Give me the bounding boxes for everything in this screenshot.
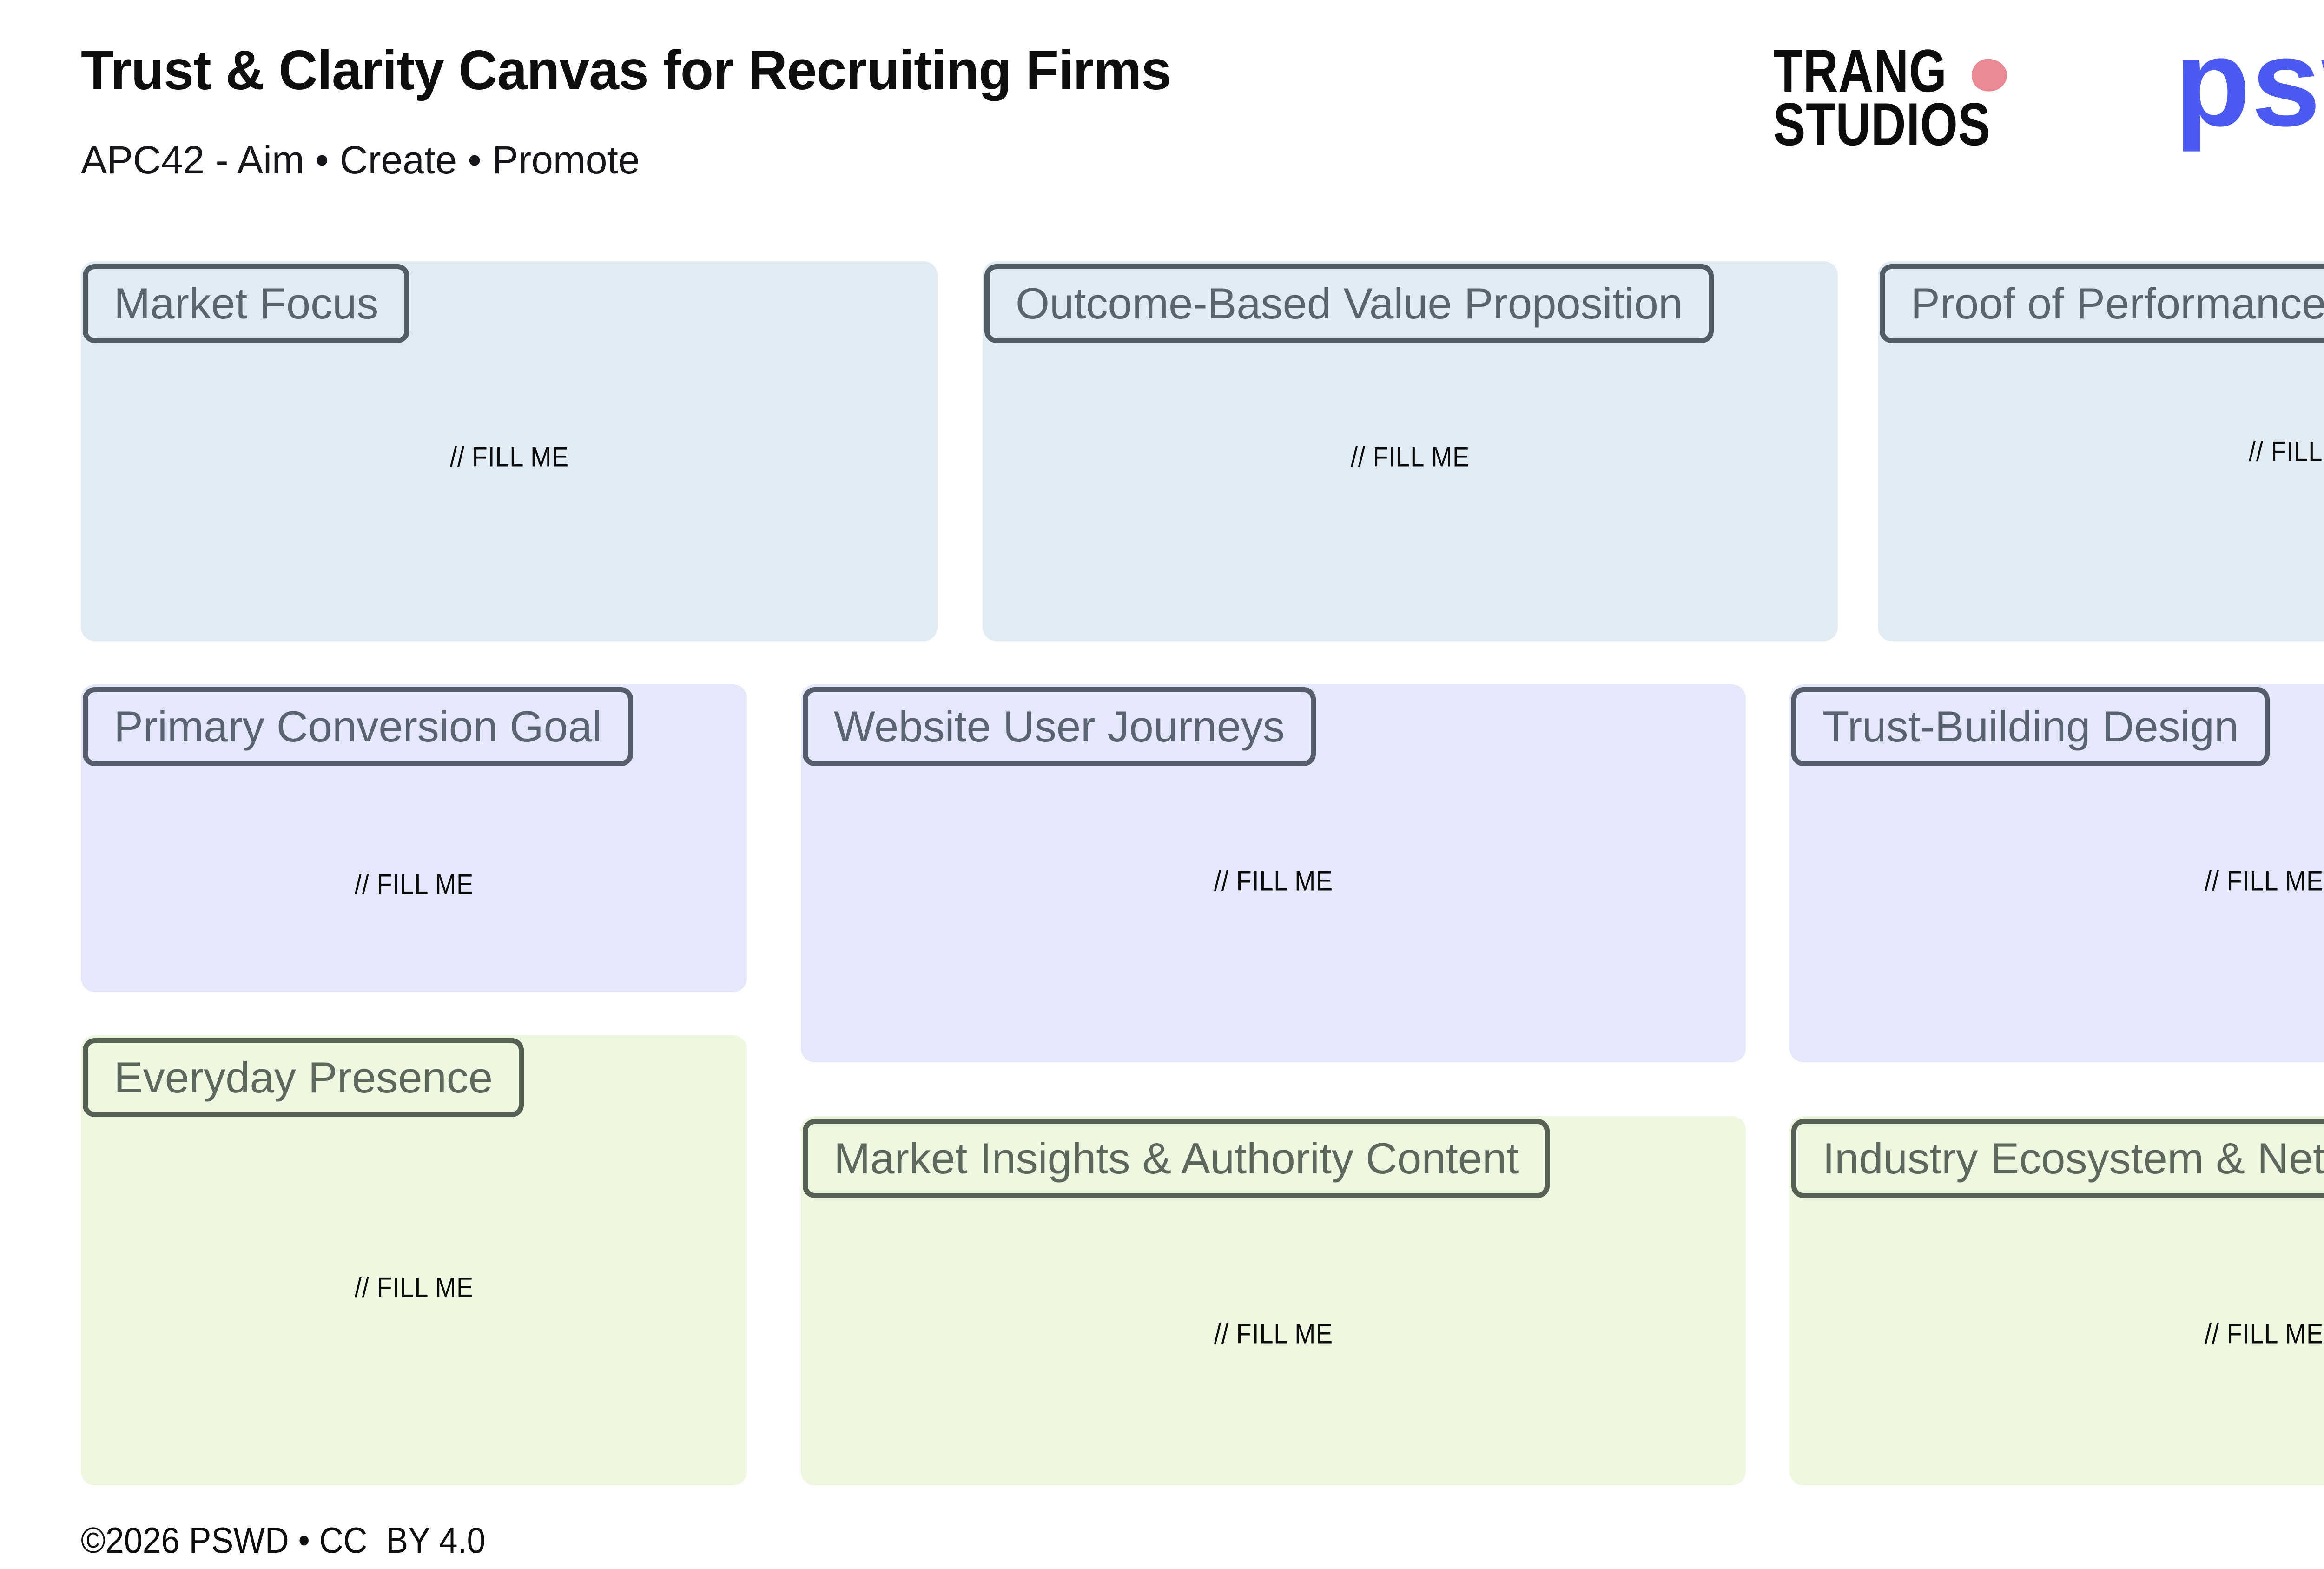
trang-logo-line2: STUDIOS xyxy=(1773,90,1991,158)
fill-placeholder: // FILL ME xyxy=(354,868,474,900)
box-label-trust-building-design: Trust-Building Design xyxy=(1791,687,2270,766)
canvas-box-proof-of-performance: Proof of Performance // FILL ME xyxy=(1878,261,2324,641)
fill-placeholder: // FILL ME xyxy=(1214,1318,1333,1350)
canvas-box-website-user-journeys: Website User Journeys // FILL ME xyxy=(801,684,1746,1062)
canvas-box-market-focus: Market Focus // FILL ME xyxy=(81,261,938,641)
canvas-box-market-insights-authority-content: Market Insights & Authority Content // F… xyxy=(801,1116,1746,1485)
fill-placeholder: // FILL ME xyxy=(2204,865,2324,897)
trang-logo-line1: TRANG xyxy=(1773,37,1947,105)
fill-placeholder: // FILL ME xyxy=(354,1271,474,1303)
page-subtitle: APC42 - Aim • Create • Promote xyxy=(81,138,640,182)
canvas-box-outcome-based-value-proposition: Outcome-Based Value Proposition // FILL … xyxy=(983,261,1838,641)
box-label-website-user-journeys: Website User Journeys xyxy=(803,687,1316,766)
fill-placeholder: // FILL ME xyxy=(2248,436,2324,467)
trang-studios-logo: TRANG STUDIOS xyxy=(1773,37,1991,158)
fill-placeholder: // FILL ME xyxy=(1214,865,1333,897)
copyright-license-text: ©2026 PSWD • CC BY 4.0 xyxy=(81,1520,486,1561)
canvas-box-trust-building-design: Trust-Building Design // FILL ME xyxy=(1789,684,2324,1062)
box-label-primary-conversion-goal: Primary Conversion Goal xyxy=(83,687,634,766)
box-label-everyday-presence: Everyday Presence xyxy=(83,1038,524,1117)
fill-placeholder: // FILL ME xyxy=(449,441,569,473)
box-label-industry-ecosystem-network: Industry Ecosystem & Network xyxy=(1791,1119,2324,1198)
pswd-logo-wordmark: pswd xyxy=(2174,13,2324,152)
fill-placeholder: // FILL ME xyxy=(1350,441,1470,473)
canvas-box-primary-conversion-goal: Primary Conversion Goal // FILL ME xyxy=(81,684,747,992)
box-label-proof-of-performance: Proof of Performance xyxy=(1880,264,2324,343)
box-label-market-insights-authority-content: Market Insights & Authority Content xyxy=(803,1119,1550,1198)
fill-placeholder: // FILL ME xyxy=(2204,1318,2324,1350)
canvas-box-everyday-presence: Everyday Presence // FILL ME xyxy=(81,1035,747,1485)
box-label-outcome-based-value-proposition: Outcome-Based Value Proposition xyxy=(984,264,1714,343)
page-title: Trust & Clarity Canvas for Recruiting Fi… xyxy=(81,39,1171,101)
box-label-market-focus: Market Focus xyxy=(83,264,410,343)
canvas-box-industry-ecosystem-network: Industry Ecosystem & Network // FILL ME xyxy=(1789,1116,2324,1485)
